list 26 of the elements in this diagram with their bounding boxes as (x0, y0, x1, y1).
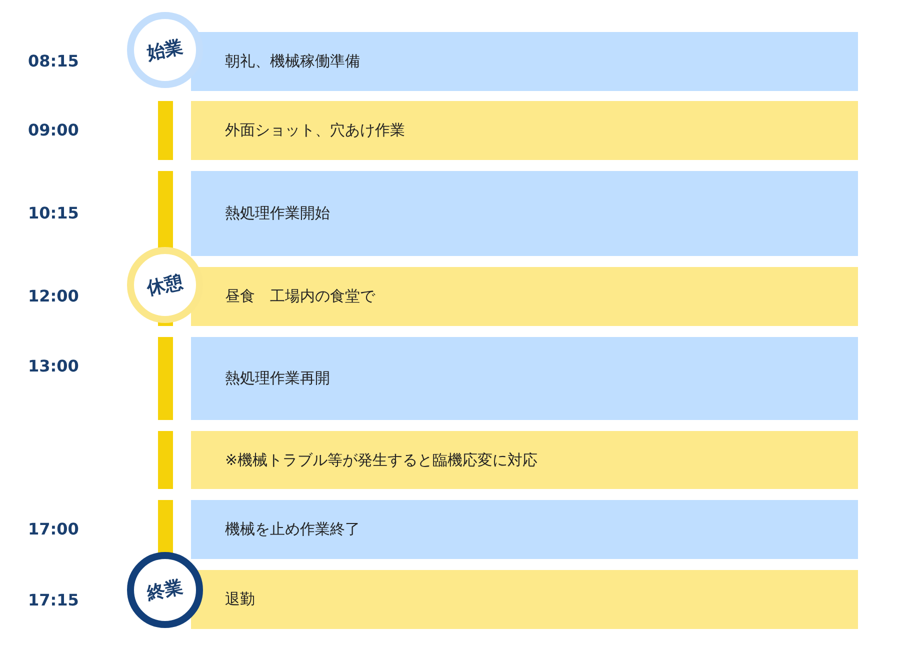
schedule-text: ※機械トラブル等が発生すると臨機応変に対応 (225, 450, 538, 470)
schedule-bar (191, 337, 858, 420)
schedule-text: 終業 (144, 575, 186, 606)
schedule-text: 始業 (144, 35, 186, 66)
time-label: 17:15 (28, 590, 79, 610)
time-label: 13:00 (28, 356, 79, 376)
time-label: 10:15 (28, 204, 79, 222)
time-label: 08:15 (28, 52, 79, 70)
schedule-text: 熱処理作業開始 (225, 204, 330, 223)
schedule-text: 昼食 工場内の食堂で (225, 287, 375, 306)
time-label: 17:00 (28, 520, 79, 538)
schedule-text: 朝礼、機械稼働準備 (225, 52, 360, 71)
schedule-bar (191, 431, 858, 489)
schedule-text: 休憩 (144, 270, 186, 300)
schedule-text: 退勤 (225, 590, 255, 609)
schedule-text: 外面ショット、穴あけ作業 (225, 121, 405, 140)
schedule-bar (191, 171, 858, 256)
schedule-bar (191, 500, 858, 559)
schedule-text: 熱処理作業再開 (225, 369, 330, 388)
schedule-bar (191, 267, 858, 326)
schedule-bar (191, 570, 858, 629)
time-label: 09:00 (28, 120, 79, 140)
schedule-text: 機械を止め作業終了 (225, 520, 360, 539)
schedule-bar (191, 101, 858, 160)
schedule-bar (191, 32, 858, 91)
time-label: 12:00 (28, 286, 79, 306)
